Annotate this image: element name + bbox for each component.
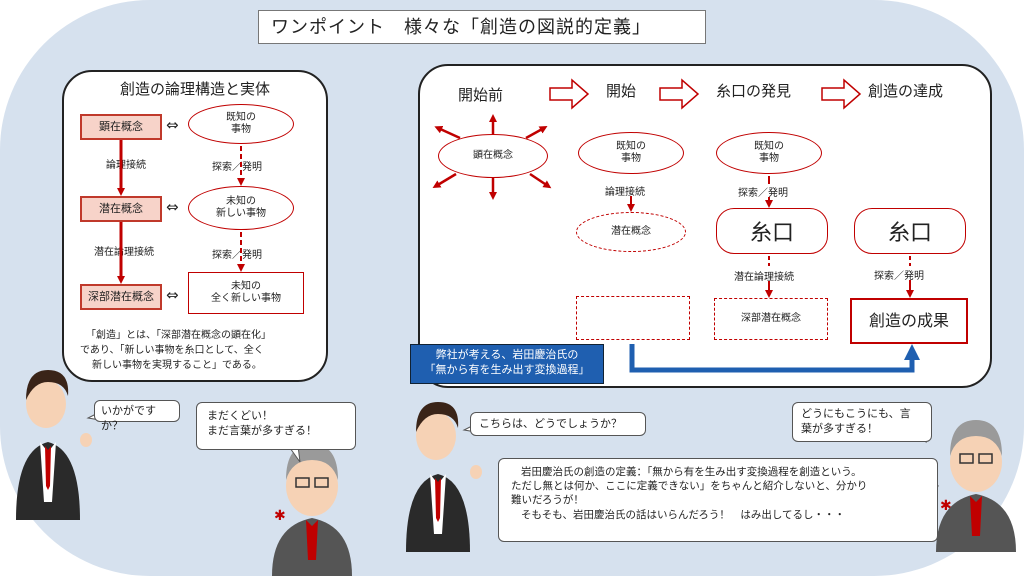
known-entity-ellipse: 既知の 事物 xyxy=(716,132,822,174)
speech-line: まだくどい！ xyxy=(207,409,273,422)
speech-line: 岩田慶治氏の創造の定義：「無から有を生み出す変換過程を創造という。 xyxy=(521,466,862,478)
concept-latent: 潜在概念 xyxy=(80,196,162,222)
stage-label: 開始前 xyxy=(458,86,504,104)
young-man-left xyxy=(16,370,92,520)
definition-line: であり、「新しい事物を糸口として、全く xyxy=(80,345,264,356)
concept-deep-latent: 深部潜在概念 xyxy=(80,284,162,310)
speech-bubble-long: 岩田慶治氏の創造の定義：「無から有を生み出す変換過程を創造という。 ただし無とは… xyxy=(498,458,938,542)
manifest-concept-burst: 顕在概念 xyxy=(438,134,548,178)
blue-note: 弊社が考える、岩田慶治氏の 「無から有を生み出す変換過程」 xyxy=(410,344,604,384)
stage-label: 開始 xyxy=(606,82,637,100)
link-label-logical: 論理接続 xyxy=(106,160,146,171)
speech-line: 難いだろうが！ xyxy=(511,494,584,507)
empty-placeholder-box xyxy=(576,296,690,340)
speech-bubble: どうにもこうにも、言 葉が多すぎる！ xyxy=(792,402,932,442)
page-title: ワンポイント 様々な「創造の図説的定義」 xyxy=(258,10,706,44)
clue-box: 糸口 xyxy=(716,208,828,254)
speech-line: まだ言葉が多すぎる！ xyxy=(207,423,317,437)
link-label-search: 探索／発明 xyxy=(212,162,262,173)
concept-manifest: 顕在概念 xyxy=(80,114,162,140)
stage-arrow xyxy=(549,78,590,110)
blue-note-line: 「無から有を生み出す変換過程」 xyxy=(424,362,590,376)
speech-line: 葉が多すぎる！ xyxy=(801,421,878,435)
deep-latent-concept-box: 深部潜在概念 xyxy=(714,298,828,340)
svg-text:✱: ✱ xyxy=(274,508,286,524)
totally-new-entity-box: 未知の 全く新しい事物 xyxy=(188,272,304,314)
link-label-search: 探索／発明 xyxy=(212,250,262,261)
new-entity-ellipse: 未知の 新しい事物 xyxy=(188,186,294,230)
latent-concept-ellipse: 潜在概念 xyxy=(576,212,686,252)
link-label-latent-logical: 潜在論理接続 xyxy=(94,247,154,258)
speech-bubble: いかがですか？ xyxy=(94,400,180,432)
old-man-left: ✱ xyxy=(272,444,352,576)
transformation-arrow xyxy=(629,344,920,373)
speech-line: そもそも、岩田慶治氏の話はいらんだろう！ はみ出してるし・・・ xyxy=(521,508,846,521)
left-panel-heading: 創造の論理構造と実体 xyxy=(119,80,270,98)
definition-line: 「創造」とは、「深部潜在概念の顕在化」 xyxy=(86,330,271,341)
young-man-right xyxy=(406,402,482,552)
stage-arrow xyxy=(821,78,862,110)
clue-box: 糸口 xyxy=(854,208,966,254)
link-label-logical: 論理接続 xyxy=(605,187,645,198)
speech-bubble: こちらは、どうでしょうか？ xyxy=(470,412,646,436)
link-label-search: 探索／発明 xyxy=(874,271,924,282)
stage-label: 糸口の発見 xyxy=(716,82,792,100)
link-label-latent-logical: 潜在論理接続 xyxy=(734,272,794,283)
old-man-right: ✱ xyxy=(936,420,1016,552)
stage-label: 創造の達成 xyxy=(868,82,944,100)
speech-line: ただし無とは何か、ここに定義できない」をちゃんと紹介しないと、分かり xyxy=(511,480,868,493)
burst-arrows xyxy=(432,114,552,200)
link-label-search: 探索／発明 xyxy=(738,188,788,199)
stage-arrow xyxy=(659,78,700,110)
speech-line: どうにもこうにも、言 xyxy=(801,407,911,420)
blue-note-line: 弊社が考える、岩田慶治氏の xyxy=(435,348,579,361)
equiv-symbol: ⇔ xyxy=(166,116,179,134)
creation-result-box: 創造の成果 xyxy=(850,298,968,344)
equiv-symbol: ⇔ xyxy=(166,286,179,304)
svg-text:✱: ✱ xyxy=(940,498,952,514)
speech-bubble: まだくどい！ まだ言葉が多すぎる！ xyxy=(196,402,356,450)
known-entity-ellipse: 既知の 事物 xyxy=(578,132,684,174)
known-entity-ellipse: 既知の 事物 xyxy=(188,104,294,144)
equiv-symbol: ⇔ xyxy=(166,198,179,216)
definition-line: 新しい事物を実現すること」である。 xyxy=(92,360,262,371)
